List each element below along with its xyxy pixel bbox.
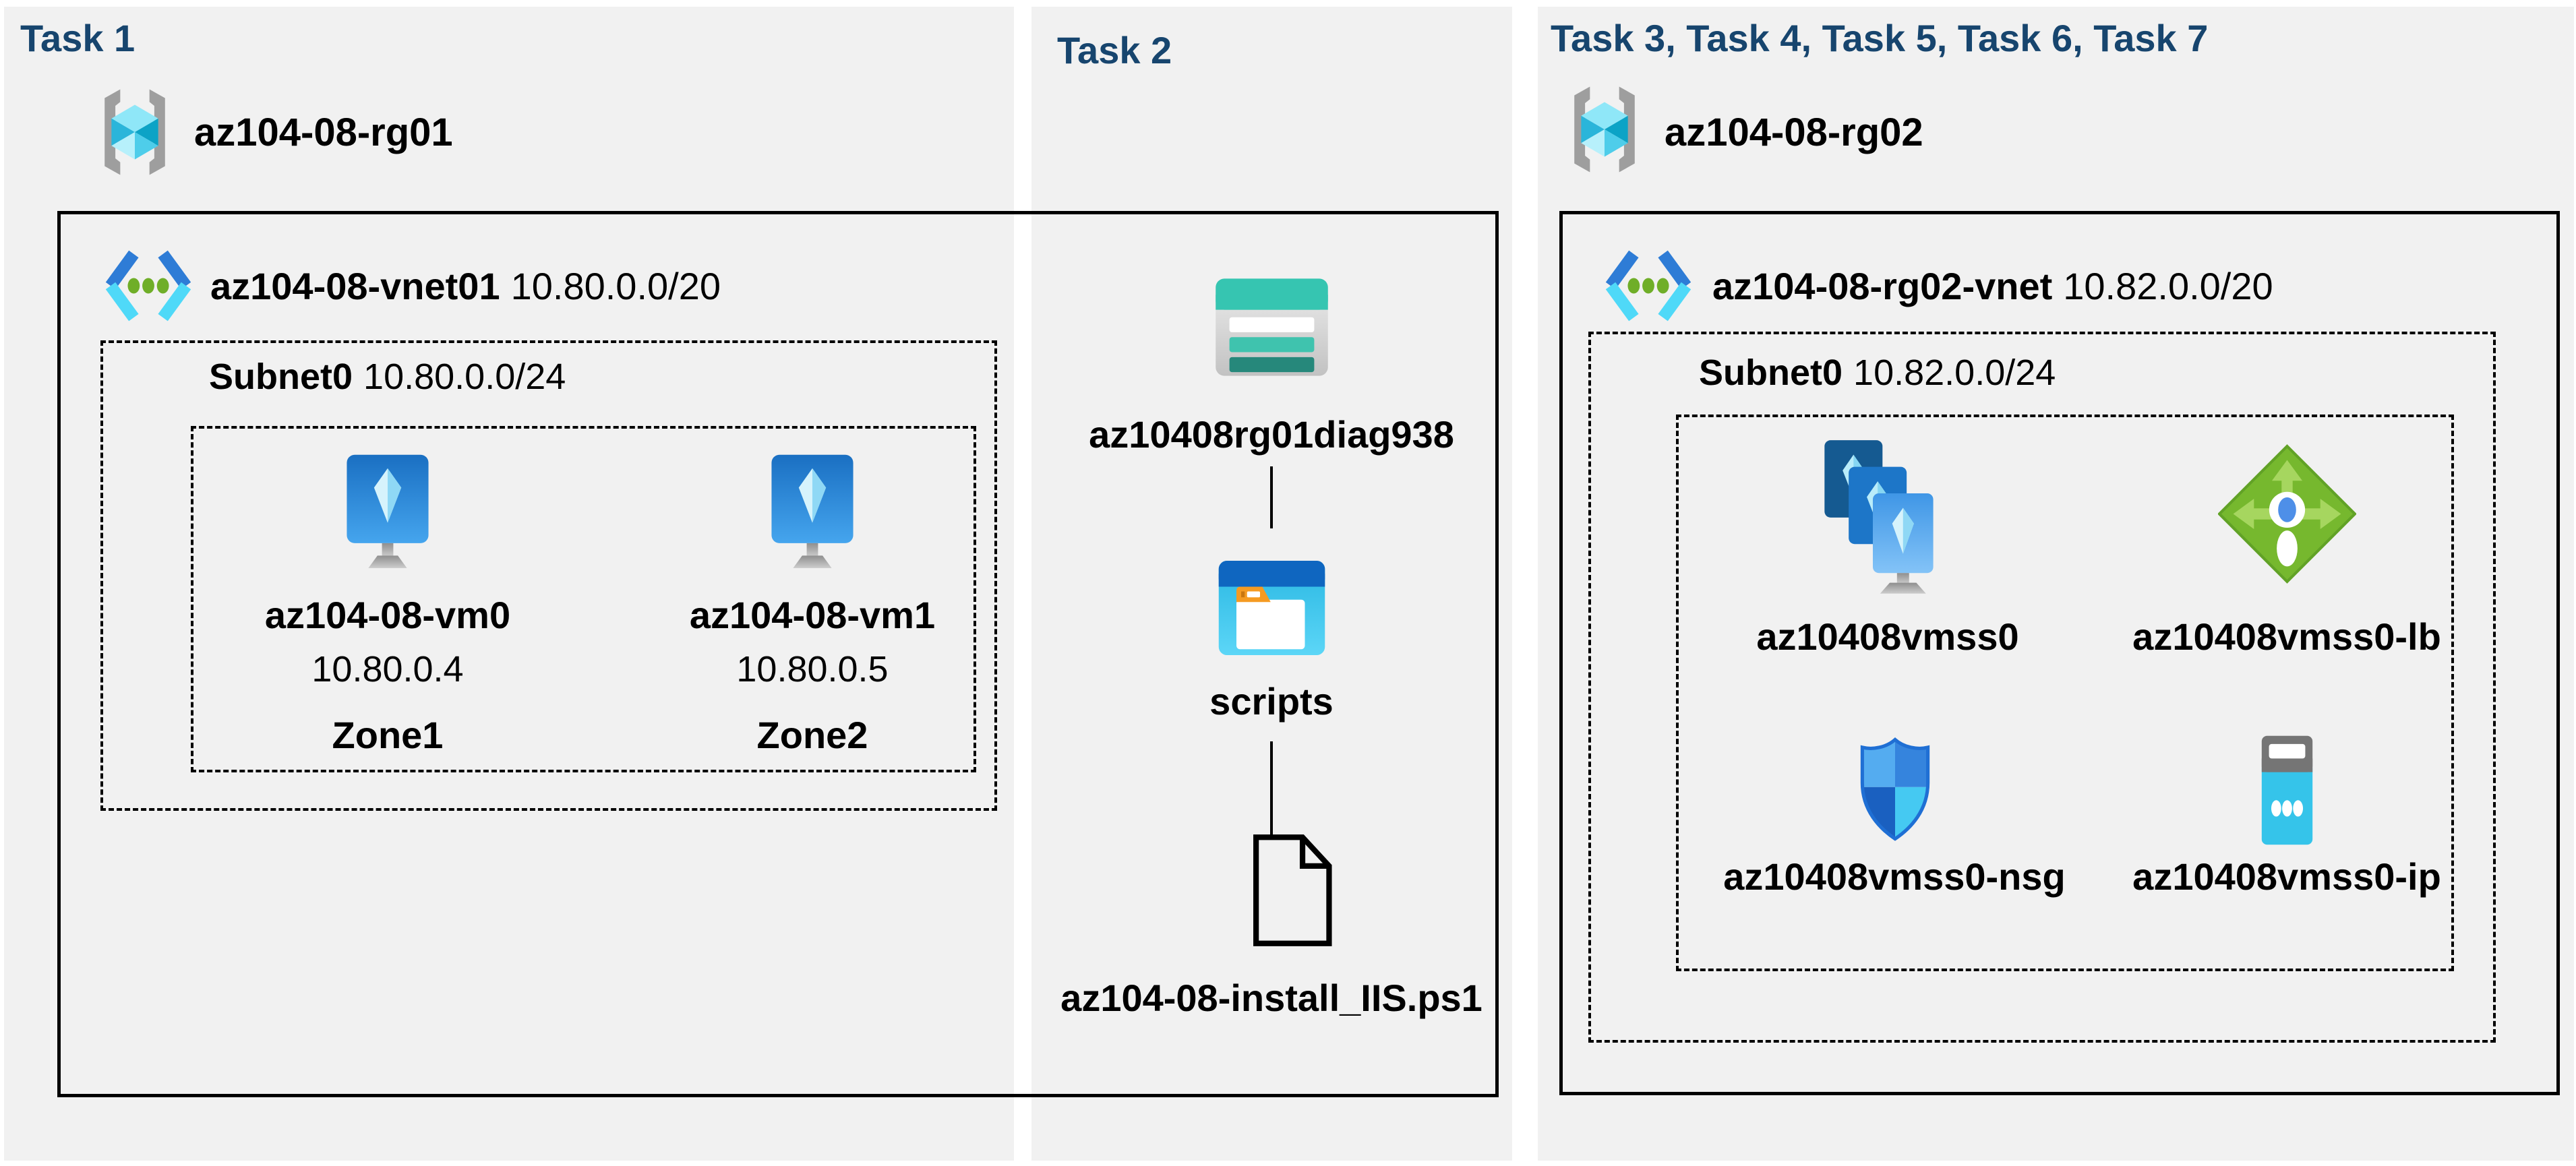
subnet0-box-rg01 <box>100 340 997 811</box>
resource-group-2-label: az104-08-rg02 <box>1665 111 1923 154</box>
resource-group-1-label: az104-08-rg01 <box>194 111 453 154</box>
load-balancer-label: az10408vmss0-lb <box>2132 615 2441 658</box>
task3-title: Task 3, Task 4, Task 5, Task 6, Task 7 <box>1551 17 2209 59</box>
resource-group-icon <box>91 82 179 182</box>
virtual-machine-icon <box>330 450 445 575</box>
storage-account-label: az10408rg01diag938 <box>1089 413 1454 456</box>
rg02-boundary-box <box>1559 211 2560 1095</box>
vmss-label: az10408vmss0 <box>1756 615 2019 658</box>
vm1-name: az104-08-vm1 <box>689 594 936 636</box>
script-file-icon <box>1247 824 1334 957</box>
panel-task1 <box>4 7 1014 1161</box>
subnet2-name: Subnet0 <box>1699 352 1843 393</box>
connector-line <box>1270 741 1273 856</box>
public-ip-icon <box>2238 731 2336 849</box>
subnet2-cidr: 10.82.0.0/24 <box>1853 352 2056 393</box>
task2-title: Task 2 <box>1057 29 1172 71</box>
nsg-icon <box>1852 731 1938 847</box>
vmss-icon <box>1815 437 1960 602</box>
subnet1-name: Subnet0 <box>209 357 353 397</box>
panel-task3 <box>1538 7 2574 1161</box>
vm0-ip: 10.80.0.4 <box>311 649 464 689</box>
subnet0-box-rg02 <box>1588 332 2496 1043</box>
script-file-label: az104-08-install_IIS.ps1 <box>1060 977 1482 1019</box>
storage-account-icon <box>1209 268 1334 386</box>
vm0-name: az104-08-vm0 <box>264 594 511 636</box>
vnet2-name: az104-08-rg02-vnet <box>1712 265 2053 307</box>
nsg-label: az10408vmss0-nsg <box>1723 855 2066 898</box>
vm0-zone: Zone1 <box>332 714 444 756</box>
vmss-resources-box <box>1676 415 2454 971</box>
vnet2-label: az104-08-rg02-vnet 10.82.0.0/20 <box>1712 264 2273 308</box>
virtual-network-icon <box>101 241 196 330</box>
vm1-zone: Zone2 <box>756 714 868 756</box>
vnet1-name: az104-08-vnet01 <box>210 265 500 307</box>
vm-zone-box <box>191 426 976 772</box>
public-ip-label: az10408vmss0-ip <box>2132 855 2441 898</box>
load-balancer-icon <box>2217 441 2357 586</box>
vnet1-cidr: 10.80.0.0/20 <box>510 265 721 307</box>
container-label: scripts <box>1209 680 1334 723</box>
virtual-network-icon <box>1601 241 1696 330</box>
resource-group-icon <box>1561 80 1648 179</box>
virtual-machine-icon <box>755 450 870 575</box>
blob-container-icon <box>1213 547 1331 669</box>
subnet2-label: Subnet0 10.82.0.0/24 <box>1699 352 2056 394</box>
connector-line <box>1270 466 1273 528</box>
subnet1-label: Subnet0 10.80.0.0/24 <box>209 356 566 398</box>
task1-title: Task 1 <box>20 17 136 59</box>
vnet2-cidr: 10.82.0.0/20 <box>2063 265 2273 307</box>
rg01-boundary-box <box>57 211 1499 1097</box>
subnet1-cidr: 10.80.0.0/24 <box>363 357 566 397</box>
vnet1-label: az104-08-vnet01 10.80.0.0/20 <box>210 264 721 308</box>
vm1-ip: 10.80.0.5 <box>736 649 889 689</box>
